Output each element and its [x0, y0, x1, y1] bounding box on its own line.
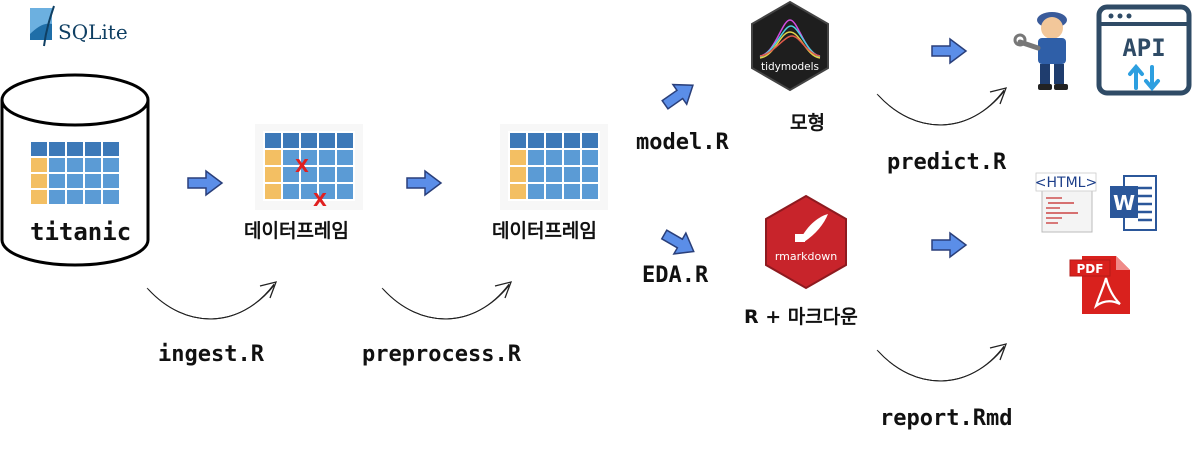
acrobat-icon	[1093, 277, 1121, 309]
dataframe-raw-label: 데이터프레임	[244, 220, 349, 242]
tidymodels-hex-logo: tidymodels	[751, 0, 829, 92]
quill-icon	[800, 214, 828, 242]
arrow-to-eda	[660, 229, 695, 255]
tidymodels-wordmark: tidymodels	[761, 61, 819, 73]
api-icon: API	[1096, 4, 1192, 96]
dataframe-raw-table-icon: X X	[255, 124, 363, 211]
rmarkdown-wordmark: rmarkdown	[775, 250, 837, 263]
sqlite-logo: SQLite	[24, 4, 134, 48]
report-node-label: R + 마크다운	[744, 306, 858, 328]
arrow-up-icon	[1128, 63, 1144, 90]
arrow-to-model	[661, 83, 694, 110]
database-label: titanic	[30, 218, 132, 246]
table-grid-icon	[29, 140, 121, 206]
script-label-report: report.Rmd	[880, 406, 1013, 431]
word-letter: W	[1113, 191, 1135, 215]
arrow-to-dataframe-raw	[187, 169, 224, 197]
sqlite-wordmark: SQLite	[58, 20, 128, 44]
curve-arrow-report	[876, 343, 1008, 382]
script-label-predict: predict.R	[887, 150, 1007, 175]
error-mark-icon: X	[313, 190, 327, 211]
html-tag-text: <HTML>	[1035, 175, 1097, 191]
pdf-document-icon: PDF	[1069, 256, 1130, 314]
curve-arrow-ingest	[146, 281, 278, 320]
rmarkdown-hex-logo: rmarkdown	[765, 194, 847, 290]
dataframe-clean-label: 데이터프레임	[492, 220, 597, 242]
html-document-icon: <HTML>	[1035, 172, 1097, 233]
sqlite-feather-icon	[30, 5, 55, 47]
error-mark-icon: X	[295, 156, 309, 177]
api-text: API	[1122, 34, 1165, 62]
worker-mascot-icon	[1013, 12, 1068, 90]
arrow-down-icon	[1144, 65, 1160, 92]
dataframe-clean-table-icon	[500, 124, 608, 210]
script-label-preprocess: preprocess.R	[362, 342, 521, 367]
pdf-label: PDF	[1077, 262, 1104, 276]
arrow-to-dataframe-clean	[406, 169, 443, 197]
model-node-label: 모형	[790, 112, 825, 134]
curve-arrow-predict	[876, 87, 1008, 126]
script-label-eda: EDA.R	[642, 263, 709, 288]
script-label-model: model.R	[636, 130, 729, 155]
curve-arrow-preprocess	[381, 281, 513, 320]
script-label-ingest: ingest.R	[158, 342, 264, 367]
word-document-icon: W	[1110, 175, 1157, 231]
arrow-to-api	[931, 37, 968, 65]
arrow-to-documents	[931, 231, 968, 259]
